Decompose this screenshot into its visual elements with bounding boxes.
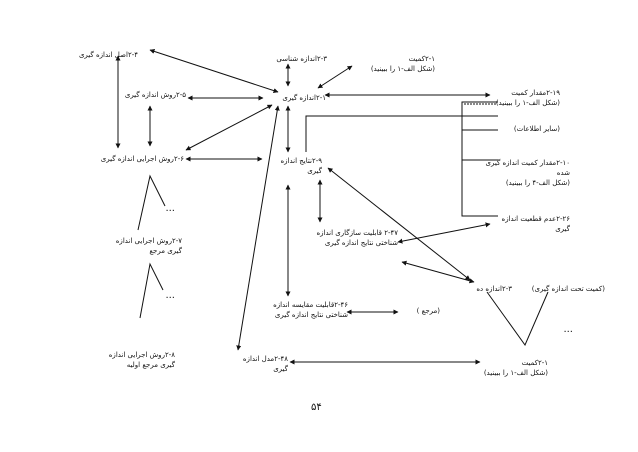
node-label: (سایر اطلاعات) bbox=[513, 125, 560, 133]
node-label: ۲-۹نتایج اندازه bbox=[280, 157, 323, 165]
arrow-kamiyat-andazehgiri bbox=[317, 65, 353, 89]
node-2-1-kamiyat: ۲-۱کمیت (شکل الف-۱ را ببینید) bbox=[355, 54, 435, 74]
node-label: (شکل الف-۴ را ببینید) bbox=[505, 179, 570, 187]
node-label: ۲-۱کمیت bbox=[408, 55, 435, 63]
ellipsis-1: ... bbox=[165, 203, 175, 214]
arrow-ghabeliyat-adam bbox=[397, 222, 491, 244]
node-marja: (مرجع ) bbox=[400, 306, 440, 316]
node-label: (شکل الف-۱ را ببینید) bbox=[495, 99, 560, 107]
node-label: ۲-۳اندازه ده bbox=[476, 285, 512, 293]
v-shape-1 bbox=[137, 174, 166, 231]
node-label: شده bbox=[556, 169, 570, 177]
node-label: ۲-۳اندازه شناسی bbox=[276, 55, 327, 63]
node-2-9-nataayej: ۲-۹نتایج اندازه گیری bbox=[262, 156, 323, 176]
node-label: ۲-۶روش اجرایی اندازه گیری bbox=[100, 155, 184, 163]
node-label: ۲-۴۷ قابلیت سازگاری اندازه bbox=[316, 229, 398, 237]
node-label: ۲-۴۶قابلیت مقایسه اندازه bbox=[273, 301, 348, 309]
node-2-46-ghabeliyat-moghayeseh: ۲-۴۶قابلیت مقایسه اندازه شناختی نتایج ان… bbox=[250, 300, 348, 320]
node-label: شناختی نتایج اندازه گیری bbox=[324, 239, 398, 247]
node-label: گیری bbox=[555, 225, 570, 233]
bracket-inner bbox=[461, 101, 498, 217]
node-label: ۲-۱۹مقدار کمیت bbox=[511, 89, 560, 97]
node-label: ۲-۴اصل اندازه گیری bbox=[78, 51, 138, 59]
node-label: گیری bbox=[307, 167, 322, 175]
node-2-4-asl: ۲-۴اصل اندازه گیری bbox=[60, 50, 138, 60]
v-shape-2 bbox=[139, 262, 164, 319]
node-label: ۲-۱اندازه گیری bbox=[282, 94, 326, 102]
arrow-nataayej-andazehdeh bbox=[327, 167, 471, 281]
node-label: (شکل الف-۱ را ببینید) bbox=[370, 65, 435, 73]
node-2-26-adam-ghateiyat: ۲-۲۶عدم قطعیت اندازه گیری bbox=[480, 214, 570, 234]
node-2-1-kamiyat-bottom: ۲-۱کمیت (شکل الف-۱ را ببینید) bbox=[478, 358, 548, 378]
arrow-ravesh-ejraii-andazehgiri bbox=[185, 104, 273, 151]
node-label: ۲-۵روش اندازه گیری bbox=[124, 91, 186, 99]
node-kamiyat-taht: (کمیت تحت اندازه گیری) bbox=[520, 284, 605, 294]
node-2-5-ravesh: ۲-۵روش اندازه گیری bbox=[108, 90, 186, 100]
node-label: (مرجع ) bbox=[416, 307, 440, 315]
ellipsis-2: ... bbox=[165, 290, 175, 301]
node-2-19-meghdar: ۲-۱۹مقدار کمیت (شکل الف-۱ را ببینید) bbox=[480, 88, 560, 108]
node-label: گیری مرجع bbox=[149, 247, 182, 255]
page-number: ۵۴ bbox=[311, 402, 322, 413]
node-2-7-ravesh-ejraii-marja: ۲-۷روش اجرایی اندازه گیری مرجع bbox=[90, 236, 182, 256]
ellipsis-3: ... bbox=[563, 324, 573, 335]
node-2-8-ravesh-ejraii-avalieh: ۲-۸روش اجرایی اندازه گیری مرجع اولیه bbox=[95, 350, 175, 370]
node-2-3-andazeh-deh: ۲-۳اندازه ده bbox=[432, 284, 512, 294]
bracket-outer bbox=[305, 115, 498, 152]
node-label: گیری مرجع اولیه bbox=[126, 361, 175, 369]
arrow-andazehgiri-model bbox=[236, 105, 280, 351]
node-2-47-ghabeliyat: ۲-۴۷ قابلیت سازگاری اندازه شناختی نتایج … bbox=[300, 228, 398, 248]
node-label: ۲-۴۸مدل اندازه bbox=[242, 355, 288, 363]
node-2-1-andazeh-giri: ۲-۱اندازه گیری bbox=[258, 93, 326, 103]
node-label: شناختی نتایج اندازه گیری bbox=[274, 311, 348, 319]
node-label: ۲-۷روش اجرایی اندازه bbox=[115, 237, 182, 245]
node-label: ۲-۸روش اجرایی اندازه bbox=[108, 351, 175, 359]
node-label: (کمیت تحت اندازه گیری) bbox=[531, 285, 605, 293]
node-2-3-andazeh-shenasi: ۲-۳اندازه شناسی bbox=[252, 54, 327, 64]
node-2-6-ravesh-ejraii: ۲-۶روش اجرایی اندازه گیری bbox=[80, 154, 184, 164]
arrow-marja-andazehdeh bbox=[401, 260, 475, 284]
node-2-48-model: ۲-۴۸مدل اندازه گیری bbox=[228, 354, 288, 374]
node-label: گیری bbox=[273, 365, 288, 373]
node-2-10-meghdar-shodeh: ۲-۱۰مقدار کمیت اندازه گیری شده (شکل الف-… bbox=[470, 158, 571, 188]
node-label: (شکل الف-۱ را ببینید) bbox=[483, 369, 548, 377]
v-shape-3 bbox=[486, 291, 549, 347]
node-label: ۲-۱۰مقدار کمیت اندازه گیری bbox=[485, 159, 571, 167]
node-saayer-etelaat: (سایر اطلاعات) bbox=[490, 124, 560, 134]
node-label: ۲-۱کمیت bbox=[521, 359, 548, 367]
node-label: ۲-۲۶عدم قطعیت اندازه bbox=[501, 215, 570, 223]
arrow-asl-to-andazehgiri bbox=[149, 49, 279, 93]
